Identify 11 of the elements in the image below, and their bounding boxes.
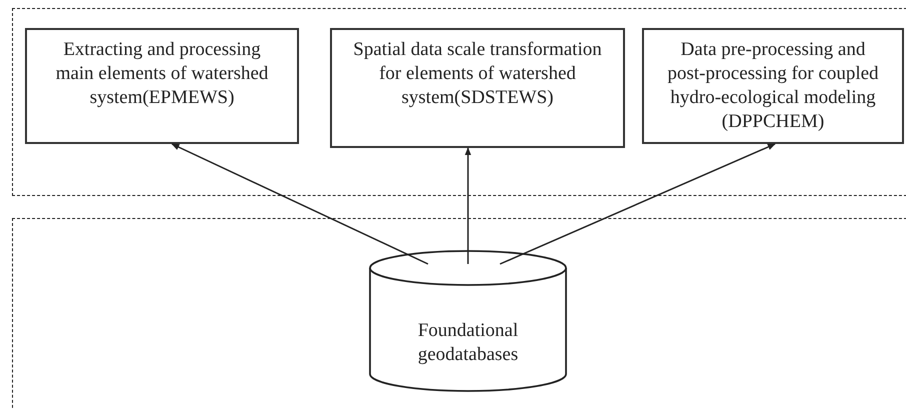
arrow xyxy=(464,147,472,264)
arrow xyxy=(500,143,776,265)
process-label: Spatial data scale transformation for elements of watershed system(SDSTEWS) xyxy=(352,38,603,110)
process-box xyxy=(25,28,299,144)
process-label: Extracting and processing main elements of watershed system(EPMEWS) xyxy=(54,38,270,110)
dashed-panel xyxy=(12,218,906,410)
process-box xyxy=(642,28,904,144)
process-box xyxy=(330,28,625,148)
process-label: Data pre-processing and post-processing for coupled hydro-ecological modeling (DPPCHEM) xyxy=(666,38,880,134)
dashed-panel xyxy=(12,8,906,196)
arrow xyxy=(171,143,428,265)
